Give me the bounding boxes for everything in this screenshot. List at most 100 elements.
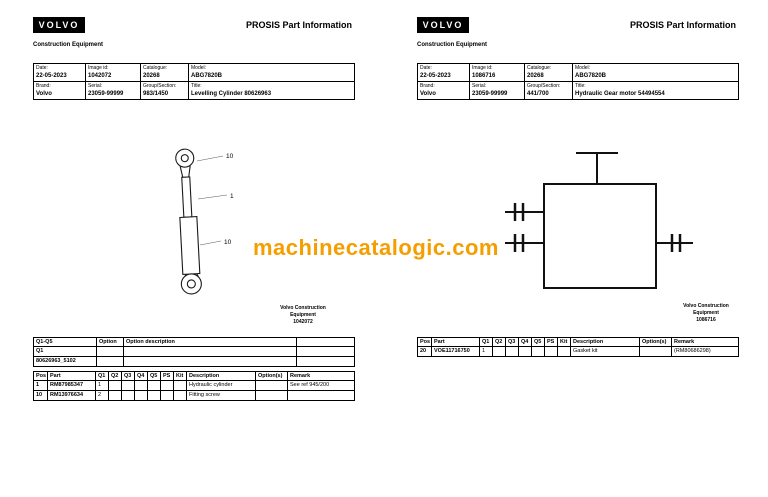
cell [96, 356, 124, 367]
meta-table: Date: 22-05-2023 Image id: 1086716 Catal… [417, 63, 739, 100]
cell [108, 390, 122, 401]
caption-line: 1086716 [696, 316, 716, 323]
page-title: PROSIS Part Information [245, 20, 352, 30]
column-header: Q2 [492, 337, 506, 347]
field-label: Image id: [88, 65, 109, 71]
column-header: Q3 [121, 371, 135, 381]
watermark-text: machinecatalogic.com [253, 235, 499, 260]
column-header: Option description [123, 337, 297, 347]
cell-description: Hydraulic cylinder [186, 380, 256, 391]
meta-row: Date: 22-05-2023 Image id: 1042072 Catal… [33, 63, 355, 82]
caption-line: Volvo Construction [280, 305, 326, 311]
option-table: Q1-Q5 Option Option description Q1 80626… [33, 337, 355, 367]
cell-part-number: RM13976634 [47, 390, 96, 401]
field-value: 1086716 [472, 72, 496, 79]
field-value: 983/1450 [143, 90, 169, 97]
column-header: Q4 [134, 371, 148, 381]
cell [557, 346, 571, 357]
callout-leader-lines [196, 155, 228, 246]
meta-row: Brand: Volvo Serial: 23059-99999 Group/S… [33, 81, 355, 100]
column-header: Pos [33, 371, 48, 381]
field-value: 1042072 [88, 72, 112, 79]
page-title: PROSIS Part Information [629, 20, 736, 30]
cell-q1: 2 [95, 390, 109, 401]
field-value: ABG7820B [191, 72, 223, 79]
caption-line: 1042072 [293, 318, 313, 325]
column-header: Q5 [531, 337, 545, 347]
callout-10-top: 10 [226, 153, 234, 160]
field-label: Group/Section: [527, 83, 561, 89]
meta-cell-group: Group/Section: 441/700 [524, 81, 573, 100]
cell-options [255, 390, 288, 401]
field-label: Image id: [472, 65, 493, 71]
cell-options [639, 346, 672, 357]
column-header [296, 337, 355, 347]
column-header: Q1-Q5 [33, 337, 97, 347]
meta-cell-date: Date: 22-05-2023 [33, 63, 86, 82]
cell [296, 346, 355, 357]
field-label: Model: [575, 65, 591, 71]
cell [96, 346, 124, 357]
cell [121, 380, 135, 391]
column-header: Description [186, 371, 256, 381]
meta-cell-image-id: Image id: 1086716 [469, 63, 525, 82]
cell-q: Q1 [33, 346, 97, 357]
meta-cell-brand: Brand: Volvo [33, 81, 86, 100]
field-label: Title: [191, 83, 202, 89]
cell-options [255, 380, 288, 391]
parts-table: Pos Part Q1 Q2 Q3 Q4 Q5 PS Kit Descripti… [417, 337, 739, 357]
column-header: Remark [287, 371, 355, 381]
meta-row: Brand: Volvo Serial: 23059-99999 Group/S… [417, 81, 739, 100]
cell-remark: (RM80686298) [671, 346, 739, 357]
cell [108, 380, 122, 391]
field-value: Volvo [420, 90, 436, 97]
cell [134, 390, 148, 401]
field-value: Levelling Cylinder 80626963 [191, 90, 272, 97]
field-value: 23059-99999 [472, 90, 508, 97]
meta-cell-title: Title: Levelling Cylinder 80626963 [188, 81, 355, 100]
column-header: Kit [173, 371, 187, 381]
meta-cell-title: Title: Hydraulic Gear motor 54494554 [572, 81, 739, 100]
port-connector-symbols [513, 203, 682, 252]
column-header: Pos [417, 337, 432, 347]
meta-cell-model: Model: ABG7820B [188, 63, 355, 82]
cell [173, 380, 187, 391]
cell [531, 346, 545, 357]
field-label: Brand: [36, 83, 51, 89]
meta-cell-catalogue: Catalogue: 20268 [140, 63, 189, 82]
column-header: Q5 [147, 371, 161, 381]
cell [134, 380, 148, 391]
motor-body [505, 152, 693, 289]
cell-pos: 10 [33, 390, 48, 401]
table-header-row: Q1-Q5 Option Option description [33, 337, 355, 347]
column-header: Kit [557, 337, 571, 347]
caption-line: Volvo Construction [683, 303, 729, 309]
field-label: Serial: [472, 83, 487, 89]
column-header: PS [544, 337, 558, 347]
field-label: Date: [420, 65, 432, 71]
column-header: Option [96, 337, 124, 347]
cell-pos: 1 [33, 380, 48, 391]
column-header: Q1 [95, 371, 109, 381]
cell [160, 390, 174, 401]
cell [123, 356, 297, 367]
cell-remark: See ref 945/200 [287, 380, 355, 391]
page-left: VOLVO PROSIS Part Information Constructi… [33, 17, 355, 401]
cell [123, 346, 297, 357]
column-header: Q3 [505, 337, 519, 347]
column-header: Q2 [108, 371, 122, 381]
cell [505, 346, 519, 357]
meta-cell-image-id: Image id: 1042072 [85, 63, 141, 82]
column-header: Description [570, 337, 640, 347]
field-label: Catalogue: [143, 65, 168, 71]
column-header: Remark [671, 337, 739, 347]
meta-cell-catalogue: Catalogue: 20268 [524, 63, 573, 82]
column-header: PS [160, 371, 174, 381]
meta-cell-brand: Brand: Volvo [417, 81, 470, 100]
field-value: 22-05-2023 [36, 72, 67, 79]
field-value: 20268 [527, 72, 544, 79]
table-row: Q1 [33, 346, 355, 357]
meta-cell-date: Date: 22-05-2023 [417, 63, 470, 82]
column-header: Option(s) [255, 371, 288, 381]
cell-remark [287, 390, 355, 401]
